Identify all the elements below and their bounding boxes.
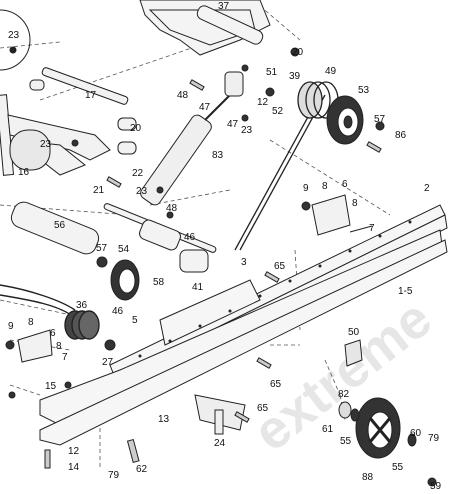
label-57: 57	[374, 114, 386, 125]
label-59: 59	[430, 481, 442, 492]
label-48b: 48	[166, 203, 178, 214]
label-65c: 65	[257, 403, 269, 414]
label-22: 22	[132, 168, 144, 179]
rail-holes	[138, 220, 412, 358]
label-23c: 23	[40, 139, 52, 150]
label-12: 12	[257, 97, 269, 108]
rail-clip-right	[301, 194, 373, 236]
label-8b: 8	[352, 198, 358, 209]
label-65: 65	[274, 261, 286, 272]
label-79b: 79	[108, 470, 120, 481]
label-49: 49	[325, 66, 337, 77]
top-left-circle	[0, 9, 31, 71]
label-39: 39	[289, 71, 301, 82]
bolts	[44, 79, 382, 469]
label-23: 23	[8, 30, 20, 41]
label-56: 56	[54, 220, 66, 231]
label-37: 37	[218, 1, 230, 12]
slide-rails	[39, 204, 448, 446]
label-79: 79	[428, 433, 440, 444]
label-7b: 7	[62, 352, 68, 363]
label-65b: 65	[270, 379, 282, 390]
label-21: 21	[93, 185, 105, 196]
part-labels: 23 37 20 51 39 49 48 47 12 52 53 17 20 4…	[8, 1, 442, 492]
label-23d: 23	[136, 186, 148, 197]
label-53: 53	[358, 85, 370, 96]
label-15: 15	[45, 381, 57, 392]
label-20: 20	[292, 47, 304, 58]
bottom-bracket	[194, 394, 246, 435]
label-8: 8	[322, 181, 328, 192]
label-14: 14	[68, 462, 80, 473]
label-47: 47	[199, 102, 211, 113]
label-7: 7	[369, 223, 375, 234]
shock-absorber	[140, 71, 244, 206]
label-6b: 6	[50, 328, 56, 339]
label-86: 86	[395, 130, 407, 141]
label-8d: 8	[56, 341, 62, 352]
label-82: 82	[338, 389, 350, 400]
label-52: 52	[272, 106, 284, 117]
nuts	[8, 47, 437, 487]
cross-shaft	[10, 201, 217, 273]
label-20b: 20	[130, 123, 142, 134]
label-12b: 12	[68, 446, 80, 457]
idler-wheel-53	[326, 95, 364, 145]
label-55: 55	[340, 436, 352, 447]
bottom-wheel	[338, 397, 417, 459]
label-55b: 55	[392, 462, 404, 473]
label-51: 51	[266, 67, 278, 78]
label-13: 13	[158, 414, 170, 425]
label-83: 83	[212, 150, 224, 161]
label-1-5: 1-5	[398, 286, 413, 297]
label-8c: 8	[28, 317, 34, 328]
rail-clip-left	[5, 329, 53, 363]
label-17: 17	[85, 90, 97, 101]
label-62: 62	[136, 464, 148, 475]
label-16: 16	[18, 167, 30, 178]
label-46b: 46	[112, 306, 124, 317]
label-6: 6	[342, 179, 348, 190]
label-47b: 47	[227, 119, 239, 130]
label-48: 48	[177, 90, 189, 101]
label-54: 54	[118, 244, 130, 255]
left-arm	[0, 67, 137, 176]
wear-block	[344, 339, 363, 367]
spring-rod	[234, 81, 339, 251]
label-9b: 9	[8, 321, 14, 332]
label-5: 5	[132, 315, 138, 326]
label-57b: 57	[96, 243, 108, 254]
label-36: 36	[76, 300, 88, 311]
label-41: 41	[192, 282, 204, 293]
torsion-spring	[0, 284, 100, 340]
idler-wheel-54	[110, 259, 140, 301]
upper-frame	[139, 0, 271, 56]
label-27: 27	[102, 357, 114, 368]
label-50: 50	[348, 327, 360, 338]
label-61: 61	[322, 424, 334, 435]
label-9: 9	[303, 183, 309, 194]
label-60: 60	[410, 428, 422, 439]
label-23b: 23	[241, 125, 253, 136]
label-88: 88	[362, 472, 374, 483]
label-46: 46	[184, 232, 196, 243]
label-24: 24	[214, 438, 226, 449]
label-3: 3	[241, 257, 247, 268]
label-58: 58	[153, 277, 165, 288]
label-2: 2	[424, 183, 430, 194]
